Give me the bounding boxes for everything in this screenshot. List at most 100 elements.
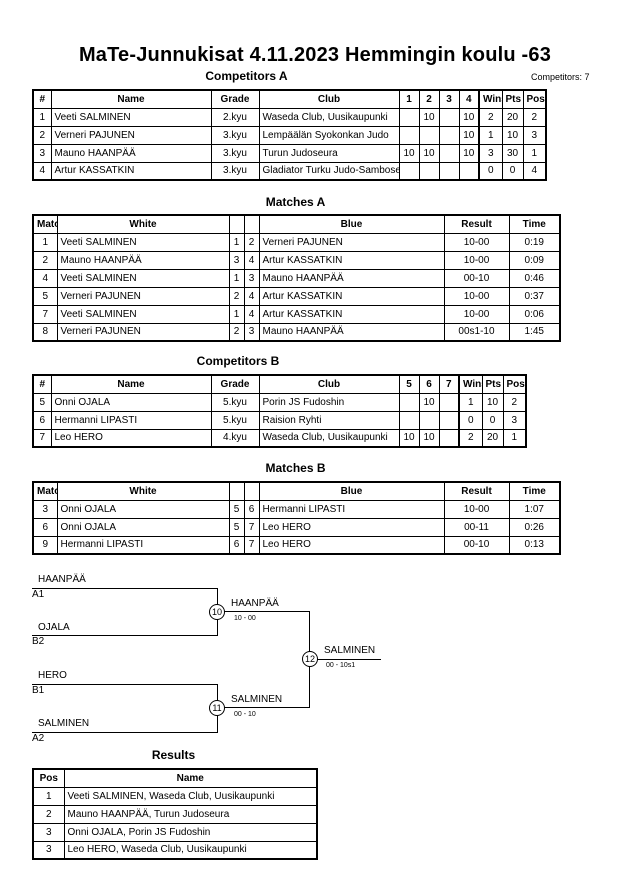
column-header: Time <box>508 481 561 501</box>
bracket-score: 10 - 00 <box>234 615 256 622</box>
table-cell: Veeti SALMINEN <box>56 268 230 288</box>
table-cell: 0:19 <box>508 232 561 252</box>
table-cell: 9 <box>32 535 58 555</box>
table-cell: 5 <box>228 517 245 537</box>
column-header: 4 <box>458 89 480 109</box>
table-cell: 1 <box>228 304 245 324</box>
column-header: Blue <box>258 214 445 234</box>
table-cell: 3 <box>32 822 65 842</box>
table-cell: Leo HERO <box>258 535 445 555</box>
table-cell: 10 <box>418 143 440 163</box>
table-cell: 3 <box>32 840 65 860</box>
column-header: Match <box>32 481 58 501</box>
table-cell: 3 <box>243 322 260 342</box>
table-cell: Leo HERO <box>258 517 445 537</box>
table-cell: 1 <box>502 428 527 448</box>
table-cell: Verneri PAJUNEN <box>258 232 445 252</box>
table-cell: Waseda Club, Uusikaupunki <box>258 107 400 127</box>
table-cell: 0:26 <box>508 517 561 537</box>
table-cell <box>398 161 420 181</box>
table-cell: 10-00 <box>443 232 510 252</box>
table-cell: Artur KASSATKIN <box>258 304 445 324</box>
table-cell: 10-00 <box>443 499 510 519</box>
table-cell: Artur KASSATKIN <box>258 250 445 270</box>
column-header: Pos <box>502 374 527 394</box>
table-cell: 0 <box>501 161 524 181</box>
table-cell: 3 <box>502 410 527 430</box>
table-cell: 2 <box>228 322 245 342</box>
match-number-badge: 11 <box>209 700 225 716</box>
table-cell: 30 <box>501 143 524 163</box>
table-cell <box>398 107 420 127</box>
table-cell: 10 <box>398 143 420 163</box>
table-cell: Leo HERO, Waseda Club, Uusikaupunki <box>63 840 318 860</box>
table-cell: 00-11 <box>443 517 510 537</box>
table-cell: Hermanni LIPASTI <box>56 535 230 555</box>
table-cell: 1 <box>32 107 52 127</box>
table-cell: Artur KASSATKIN <box>258 286 445 306</box>
table-cell: 3 <box>32 143 52 163</box>
table-cell <box>418 161 440 181</box>
table-cell: 10 <box>458 107 480 127</box>
table-cell: 20 <box>501 107 524 127</box>
bracket-seed: B2 <box>32 636 45 647</box>
table-cell: Raision Ryhti <box>258 410 400 430</box>
table-cell: 5.kyu <box>210 410 260 430</box>
bracket-name: OJALA <box>38 622 70 633</box>
table-cell: Artur KASSATKIN <box>50 161 212 181</box>
table-cell: 10-00 <box>443 286 510 306</box>
bracket-line <box>309 659 381 660</box>
bracket-seed: A2 <box>32 733 45 744</box>
table-cell: Lempäälän Syokonkan Judo <box>258 125 400 145</box>
column-header: Grade <box>210 89 260 109</box>
table-cell: 1 <box>458 392 483 412</box>
table-cell: Mauno HAANPÄÄ <box>56 250 230 270</box>
table-cell: 0:37 <box>508 286 561 306</box>
table-cell <box>438 125 460 145</box>
matches-a-heading: Matches A <box>265 195 326 209</box>
column-header: Result <box>443 481 510 501</box>
table-cell: 2 <box>502 392 527 412</box>
bracket-seed: A1 <box>32 589 45 600</box>
table-cell: Waseda Club, Uusikaupunki <box>258 428 400 448</box>
table-cell: 10-00 <box>443 250 510 270</box>
table-cell: 0 <box>478 161 503 181</box>
table-cell: Verneri PAJUNEN <box>56 322 230 342</box>
bracket-seed: B1 <box>32 685 45 696</box>
table-cell: Mauno HAANPÄÄ <box>258 322 445 342</box>
column-header: Result <box>443 214 510 234</box>
competitors-b-table: # Name Grade Club 5 6 7 Wins Pts Pos 5On… <box>32 374 527 448</box>
results-heading: Results <box>151 748 196 762</box>
table-cell: 10-00 <box>443 304 510 324</box>
table-cell: Verneri PAJUNEN <box>56 286 230 306</box>
table-cell: Onni OJALA, Porin JS Fudoshin <box>63 822 318 842</box>
table-cell <box>398 125 420 145</box>
table-cell: 1:45 <box>508 322 561 342</box>
table-cell: 7 <box>32 428 52 448</box>
column-header <box>243 481 260 501</box>
table-cell: Mauno HAANPÄÄ, Turun Judoseura <box>63 804 318 824</box>
column-header: White <box>56 214 230 234</box>
column-header <box>228 214 245 234</box>
table-cell: Mauno HAANPÄÄ <box>50 143 212 163</box>
table-cell: 4 <box>522 161 547 181</box>
table-cell: 0:09 <box>508 250 561 270</box>
table-cell: 3.kyu <box>210 161 260 181</box>
table-cell: Hermanni LIPASTI <box>258 499 445 519</box>
column-header: 1 <box>398 89 420 109</box>
table-cell <box>438 410 460 430</box>
table-header-row: Match White Blue Result Time <box>32 214 561 234</box>
table-cell: 4 <box>32 161 52 181</box>
table-cell: 6 <box>243 499 260 519</box>
bracket-line <box>32 684 218 685</box>
